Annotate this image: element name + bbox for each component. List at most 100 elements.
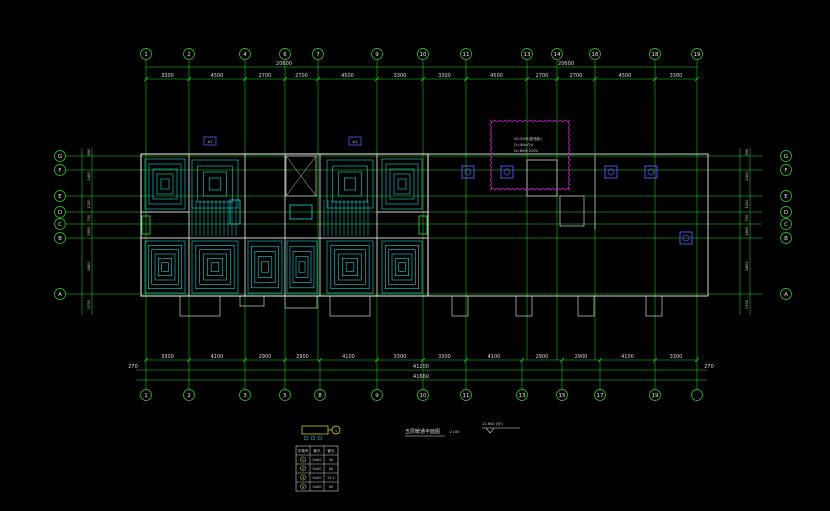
- row-axis-bubble-left: [54, 150, 66, 162]
- legend-loop-bubble: [300, 456, 306, 463]
- coil-loop: [261, 261, 269, 273]
- top-segment-dim: 2700: [259, 73, 272, 79]
- coil-loop: [389, 168, 415, 200]
- column-axis-bubble-top: [239, 48, 251, 60]
- legend-table-cell: 0x00: [313, 476, 323, 480]
- column-axis-label-bottom: 11: [463, 393, 470, 399]
- top-total-dim-right: 20600: [558, 61, 574, 67]
- column-axis-bubble-top: [183, 48, 195, 60]
- top-segment-dim: 3300: [670, 73, 683, 79]
- row-axis-label-right: A: [784, 292, 788, 298]
- room-tag: A1: [353, 140, 358, 144]
- coil-living-3: [326, 240, 374, 294]
- legend-table-header: 环路号: [298, 448, 309, 453]
- coil-loop: [257, 256, 273, 278]
- right-segment-dim: 1800: [745, 226, 749, 236]
- column-axis-bubble-top: [371, 48, 383, 60]
- row-axis-bubble-right: [780, 164, 792, 176]
- row-axis-bubble-right: [780, 150, 792, 162]
- dim-tick: [694, 357, 700, 363]
- dim-tick: [597, 357, 603, 363]
- column-axis-bubble-bottom: [691, 389, 703, 401]
- fan-coil-icon: [503, 168, 511, 176]
- left-segment-dim: 4800: [87, 261, 91, 271]
- column-axis-bubble-bottom: [279, 389, 291, 401]
- fan-coil-unit: [604, 165, 618, 179]
- coil-loop: [208, 177, 222, 191]
- column-axis-label-top: 13: [524, 52, 531, 58]
- dim-tick: [463, 357, 469, 363]
- legend-table-header: 管长: [327, 448, 335, 453]
- dim-tick: [524, 76, 530, 82]
- shaft: [559, 195, 585, 227]
- legend-callout-number: 1: [335, 429, 337, 433]
- coil-loop: [334, 249, 366, 285]
- coil-loop: [160, 178, 170, 190]
- column-axis-label-bottom: 3: [243, 393, 247, 399]
- column-axis-label-top: 16: [592, 52, 599, 58]
- stair-core: [285, 155, 317, 197]
- coil-loop: [385, 163, 419, 205]
- column-bay: [451, 295, 469, 317]
- top-segment-dim: 4500: [490, 73, 503, 79]
- column-axis-bubble-top: [691, 48, 703, 60]
- dim-tick: [694, 76, 700, 82]
- coil-loop: [207, 258, 223, 276]
- coil-loop: [191, 159, 239, 209]
- column-axis-bubble-bottom: [556, 389, 568, 401]
- coil-loop: [144, 240, 186, 294]
- coil-loop: [161, 262, 169, 272]
- walls-layer: [140, 153, 709, 317]
- cloud-note-line: Q=40m³/h: [514, 143, 533, 147]
- fan-coil-icon: [607, 168, 615, 176]
- legend-callout-bubble: [331, 425, 341, 435]
- column-axis-label-top: 14: [554, 52, 561, 58]
- left-segment-dim: 1200: [87, 199, 91, 209]
- column-axis-bubble-top: [417, 48, 429, 60]
- coil-loop: [338, 253, 362, 281]
- dim-tick: [463, 76, 469, 82]
- legend-loop-bubble: [300, 465, 306, 472]
- coil-kitchen-2: [326, 159, 374, 209]
- row-axis-bubble-left: [54, 206, 66, 218]
- bay-window: [239, 295, 265, 307]
- coil-loop: [397, 178, 407, 190]
- column-axis-label-top: 1: [144, 52, 148, 58]
- column-axis-label-top: 6: [283, 52, 287, 58]
- top-segment-dim: 3300: [438, 73, 451, 79]
- column-axis-label-top: 4: [243, 52, 247, 58]
- coil-loop: [148, 245, 182, 289]
- coil-loop: [199, 249, 231, 285]
- bottom-segment-dim: 3300: [670, 354, 683, 360]
- coil-loop: [393, 173, 411, 195]
- cloud-note-line: Cir-20/R(配电柜): [514, 136, 543, 141]
- revision-cloud: Cir-20/R(配电柜)Q=40m³/hN=6kW 220V: [489, 119, 571, 191]
- coil-loop: [343, 177, 357, 191]
- coil-loop: [398, 262, 406, 272]
- column-axis-bubble-top: [551, 48, 563, 60]
- coil-loop: [197, 165, 233, 203]
- legend-node: [317, 435, 323, 441]
- bottom-segment-dim: 2900: [296, 354, 309, 360]
- legend-table-cell: 00: [329, 458, 334, 462]
- coil-loop: [151, 249, 179, 285]
- legend-node: [303, 435, 309, 441]
- dim-tick: [374, 76, 380, 82]
- row-axis-label-right: G: [784, 154, 788, 160]
- coil-loop: [144, 158, 186, 210]
- dim-tick: [554, 76, 560, 82]
- right-wing-equipment-layer: [451, 156, 693, 317]
- column-axis-label-top: 10: [420, 52, 427, 58]
- row-axis-bubble-right: [780, 206, 792, 218]
- coil-living-1: [144, 240, 186, 294]
- bottom-segment-dim: 3300: [438, 354, 451, 360]
- top-total-dim: 20600: [276, 61, 292, 67]
- column-bay: [515, 295, 533, 317]
- legend-table-cell: 0x00: [313, 458, 323, 462]
- dim-tick: [282, 76, 288, 82]
- row-axis-bubble-left: [54, 288, 66, 300]
- manifold: [289, 204, 313, 220]
